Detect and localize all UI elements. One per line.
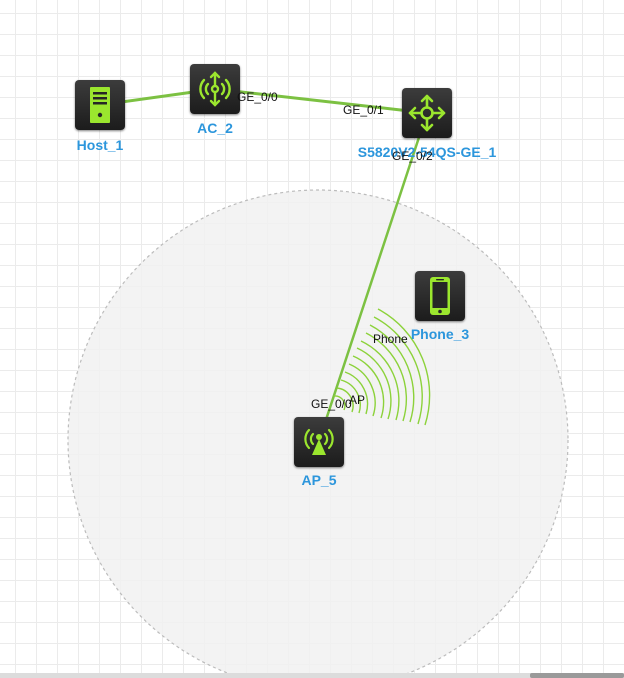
port-label-ap-ge00: GE_0/0 bbox=[311, 397, 352, 411]
port-label-ac-ge00: GE_0/0 bbox=[237, 90, 278, 104]
ap-5-node[interactable] bbox=[294, 417, 344, 467]
port-label-switch-ge01: GE_0/1 bbox=[343, 103, 384, 117]
link-switch-ap5[interactable] bbox=[317, 112, 429, 442]
wireless-signal-waves bbox=[333, 308, 431, 426]
access-point-icon bbox=[304, 428, 334, 455]
host-1-node[interactable] bbox=[75, 80, 125, 130]
server-icon bbox=[90, 87, 110, 123]
ac-2-node[interactable] bbox=[190, 64, 240, 114]
ac-2-label: AC_2 bbox=[197, 120, 233, 136]
link-ac2-switch[interactable] bbox=[214, 87, 428, 115]
phone-3-node[interactable] bbox=[415, 271, 465, 321]
port-label-switch-ge02: GE_0/2 bbox=[392, 149, 433, 163]
host-1-label: Host_1 bbox=[76, 137, 124, 153]
wireless-label-ap: AP bbox=[349, 393, 366, 407]
smartphone-icon bbox=[430, 277, 450, 315]
phone-3-label: Phone_3 bbox=[410, 326, 470, 342]
horizontal-scrollbar[interactable] bbox=[0, 673, 624, 678]
switch-icon bbox=[408, 94, 446, 132]
ap-5-label: AP_5 bbox=[301, 472, 337, 488]
wireless-label-phone: Phone bbox=[373, 332, 408, 346]
switch-label: S5820V2-54QS-GE_1 bbox=[357, 144, 497, 160]
access-controller-icon bbox=[199, 71, 231, 107]
switch-node[interactable] bbox=[402, 88, 452, 138]
scrollbar-thumb[interactable] bbox=[530, 673, 624, 678]
